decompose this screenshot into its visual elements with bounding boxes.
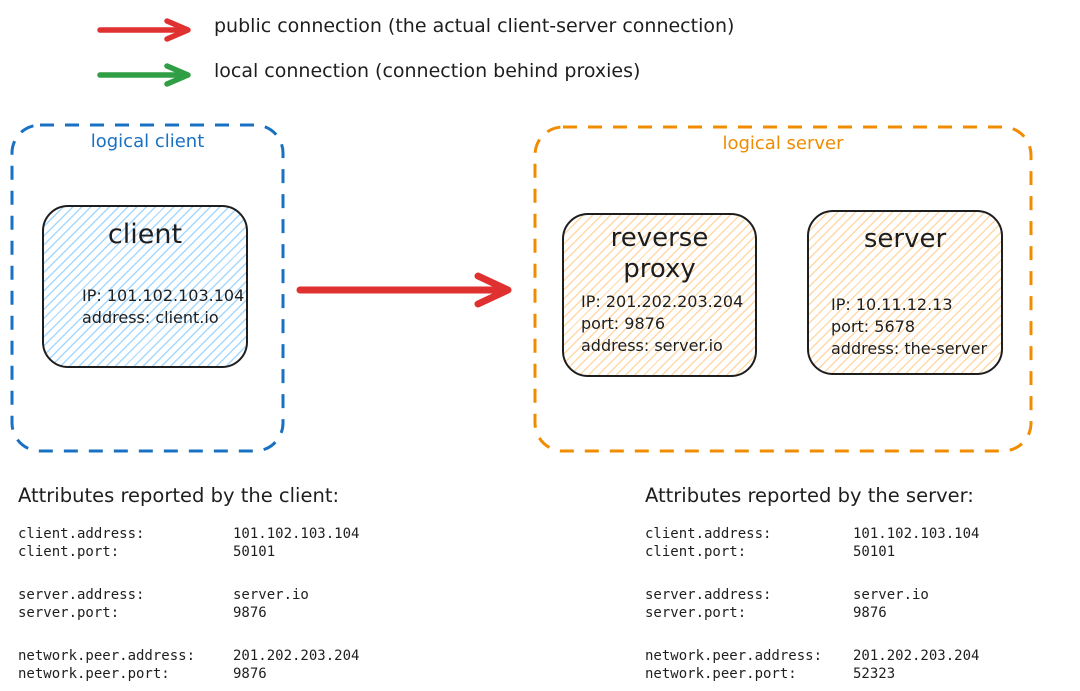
public-connection-main-arrow [296,272,512,308]
client-node-info: IP: 101.102.103.104 address: client.io [82,285,244,329]
client-attributes-panel: Attributes reported by the client: clien… [18,484,359,691]
attr-value: 9876 [233,604,267,621]
attr-value: 9876 [853,604,887,621]
attr-row: network.peer.address: 201.202.203.204 [645,648,979,666]
attr-value: server.io [233,587,309,603]
logical-server-label: logical server [722,133,844,154]
attr-row: network.peer.port: 52323 [645,666,979,684]
attr-value: server.io [853,587,929,603]
attr-row: client.address: 101.102.103.104 [18,526,359,544]
attr-key: client.port: [18,543,120,560]
attr-row: server.port: 9876 [645,605,979,623]
logical-client-label: logical client [90,131,205,152]
attr-value: 201.202.203.204 [233,648,360,664]
local-connection-arrow-icon [97,63,191,87]
logical-server-border [533,125,1033,453]
client-attr-group-client: client.address: 101.102.103.104 client.p… [18,526,359,561]
server-attr-group-server: server.address: server.io server.port: 9… [645,587,979,622]
attr-row: server.port: 9876 [18,605,359,623]
server-address: address: the-server [831,339,988,358]
attr-key: network.peer.address: [18,648,196,664]
client-address: address: client.io [82,308,219,327]
attr-row: client.address: 101.102.103.104 [645,526,979,544]
attr-row: server.address: server.io [18,587,359,605]
attr-value: 50101 [853,543,896,560]
reverse-proxy-address: address: server.io [581,336,723,355]
reverse-proxy-node-title: reverse proxy [610,223,709,284]
server-attr-group-client: client.address: 101.102.103.104 client.p… [645,526,979,561]
attr-value: 101.102.103.104 [233,526,360,542]
public-connection-arrow-icon [97,18,191,42]
attr-row: client.port: 50101 [645,544,979,562]
attr-value: 101.102.103.104 [853,526,980,542]
attr-value: 9876 [233,665,267,682]
logical-client-border [10,123,285,453]
reverse-proxy-node: reverse proxy IP: 201.202.203.204 port: … [562,213,757,377]
attr-key: network.peer.address: [645,648,823,664]
attr-key: server.port: [18,604,120,621]
server-port: port: 5678 [831,317,915,336]
local-connection-legend-label: local connection (connection behind prox… [214,60,641,82]
attr-key: network.peer.port: [18,665,170,682]
attr-key: server.port: [645,604,747,621]
server-node: server IP: 10.11.12.13 port: 5678 addres… [807,210,1003,375]
attr-value: 52323 [853,665,896,682]
client-attributes-title: Attributes reported by the client: [18,484,340,507]
attr-value: 50101 [233,543,276,560]
server-attributes-title: Attributes reported by the server: [645,484,974,507]
attr-key: client.address: [645,526,772,542]
attr-value: 201.202.203.204 [853,648,980,664]
attr-row: server.address: server.io [645,587,979,605]
attr-row: client.port: 50101 [18,544,359,562]
server-node-info: IP: 10.11.12.13 port: 5678 address: the-… [831,294,987,360]
client-attr-group-server: server.address: server.io server.port: 9… [18,587,359,622]
reverse-proxy-node-info: IP: 201.202.203.204 port: 9876 address: … [581,291,743,357]
attr-key: server.address: [18,587,145,603]
logical-server-group: logical server reverse proxy IP: 201.202… [533,125,1033,453]
attr-row: network.peer.port: 9876 [18,666,359,684]
reverse-proxy-port: port: 9876 [581,314,665,333]
server-attributes-panel: Attributes reported by the server: clien… [645,484,979,691]
logical-client-group: logical client client IP: 101.102.103.10… [10,123,285,453]
attr-key: server.address: [645,587,772,603]
attr-key: client.port: [645,543,747,560]
server-node-title: server [863,224,947,254]
server-ip: IP: 10.11.12.13 [831,295,953,314]
attr-key: client.address: [18,526,145,542]
attr-row: network.peer.address: 201.202.203.204 [18,648,359,666]
server-attr-group-network-peer: network.peer.address: 201.202.203.204 ne… [645,648,979,683]
attr-key: network.peer.port: [645,665,797,682]
client-node-title: client [107,219,183,250]
client-node: client IP: 101.102.103.104 address: clie… [42,205,248,368]
reverse-proxy-ip: IP: 201.202.203.204 [581,292,744,311]
public-connection-legend-label: public connection (the actual client-ser… [214,15,735,37]
client-attr-group-network-peer: network.peer.address: 201.202.203.204 ne… [18,648,359,683]
client-ip: IP: 101.102.103.104 [82,286,245,305]
